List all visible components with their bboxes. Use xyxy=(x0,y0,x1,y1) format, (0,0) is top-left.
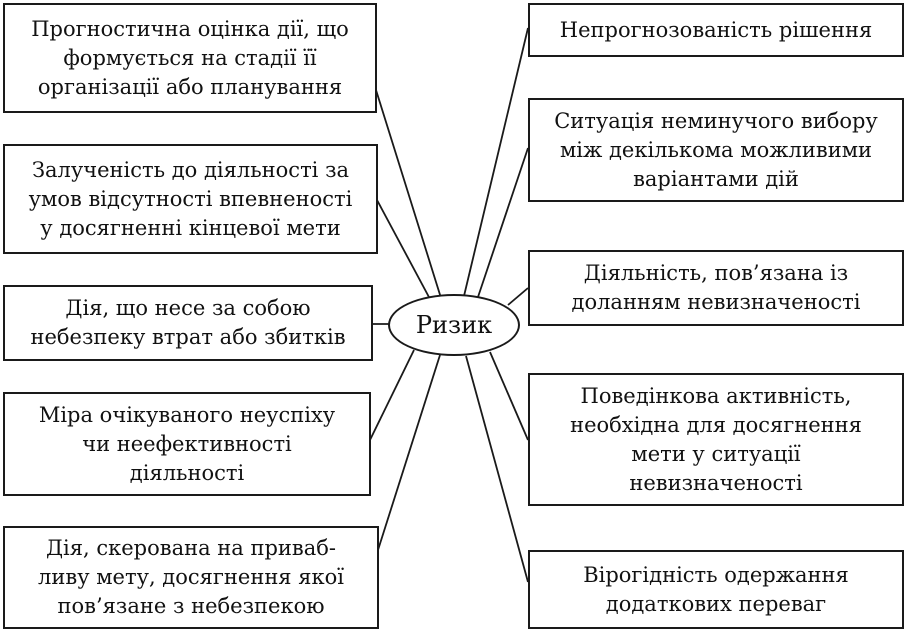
right-box-3-line-1: Діяльність, пов’язана із xyxy=(583,261,849,285)
right-box-3-line-2: доланням невизначеності xyxy=(571,290,861,314)
center-node-risk: Ризик xyxy=(388,294,520,356)
left-box-1-line-1: Прогностична оцінка дії, що xyxy=(31,16,349,41)
connector-right-3 xyxy=(507,287,529,306)
right-box-2-line-3: варіантами дій xyxy=(633,166,799,191)
connector-right-2 xyxy=(477,147,529,298)
left-box-4: Міра очікуваного неуспіху чи неефективно… xyxy=(3,392,371,496)
right-box-4-line-3: мети у ситуації xyxy=(631,441,801,466)
connector-left-1 xyxy=(375,89,442,299)
right-box-2-line-2: між декількома можливими xyxy=(559,137,873,162)
right-box-4-line-4: невизначеності xyxy=(629,470,803,495)
left-box-1: Прогностична оцінка дії, що формується н… xyxy=(3,3,377,113)
left-box-2: Залученість до діяльності за умов відсут… xyxy=(3,144,378,254)
right-box-2: Ситуація неминучого вибору між декільком… xyxy=(528,98,904,202)
right-box-3: Діяльність, пов’язана із доланням невизн… xyxy=(528,250,904,326)
right-box-4-line-2: необхідна для досягнення xyxy=(570,412,862,437)
connector-left-2 xyxy=(376,199,431,300)
right-box-1: Непрогнозованість рішення xyxy=(528,3,904,57)
left-box-5-line-2: ливу мету, досягнення якої xyxy=(38,565,344,589)
right-box-1-line-1: Непрогнозованість рішення xyxy=(559,17,873,42)
center-label: Ризик xyxy=(415,311,493,339)
right-box-5-line-2: додаткових переваг xyxy=(605,591,827,616)
left-box-3-line-2: небезпеку втрат або збитків xyxy=(30,325,346,349)
left-box-1-line-2: формується на стадії її xyxy=(63,45,317,70)
connector-right-1 xyxy=(463,27,529,297)
left-box-5-line-1: Дія, скерована на приваб- xyxy=(45,536,337,560)
connector-right-4 xyxy=(489,351,529,441)
right-box-4: Поведінкова активність, необхідна для до… xyxy=(528,373,904,506)
right-box-5-line-1: Вірогідність одержання xyxy=(583,562,849,587)
left-box-2-line-1: Залученість до діяльності за xyxy=(31,157,350,182)
right-box-5: Вірогідність одержання додаткових перева… xyxy=(528,550,904,629)
left-box-3: Дія, що несе за собою небезпеку втрат аб… xyxy=(3,285,373,361)
left-box-2-line-2: умов відсутності впевненості xyxy=(28,186,353,211)
left-box-2-line-3: у досягненні кінцевої мети xyxy=(40,215,341,240)
right-box-2-line-1: Ситуація неминучого вибору xyxy=(554,108,878,133)
right-box-4-line-1: Поведінкова активність, xyxy=(580,383,852,408)
left-box-3-line-1: Дія, що несе за собою xyxy=(65,296,311,320)
connector-left-4 xyxy=(369,349,415,441)
left-box-5: Дія, скерована на приваб- ливу мету, дос… xyxy=(3,526,379,629)
left-box-4-line-3: діяльності xyxy=(129,460,245,485)
connector-right-5 xyxy=(465,355,529,583)
left-box-4-line-2: чи неефективності xyxy=(82,431,292,456)
left-box-4-line-1: Міра очікуваного неуспіху xyxy=(38,402,336,427)
left-box-1-line-3: організації або планування xyxy=(37,74,343,99)
left-box-5-line-3: пов’язане з небезпекою xyxy=(57,594,325,618)
connector-left-5 xyxy=(377,354,441,551)
